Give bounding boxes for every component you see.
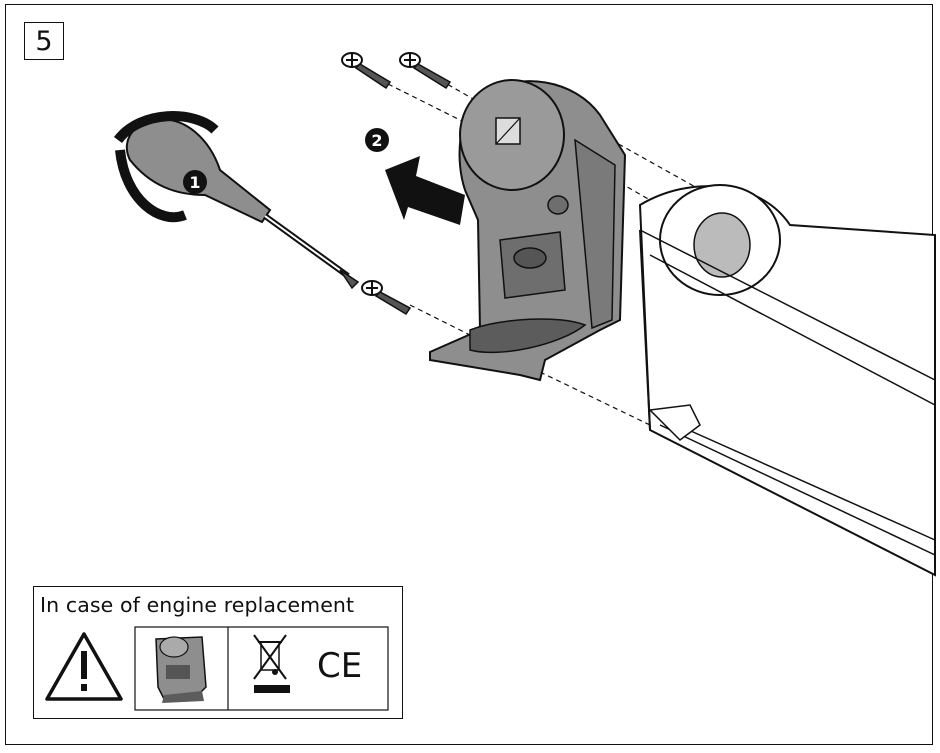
screwdriver — [113, 111, 360, 290]
direction-arrow — [385, 156, 465, 225]
ce-mark-icon: CE — [317, 646, 362, 686]
motor-unit-thumbnail-icon — [155, 636, 207, 703]
callout-2-label: 2 — [371, 131, 382, 150]
callout-2: 2 — [365, 128, 389, 152]
step-number: 5 — [35, 25, 53, 57]
screw-top-right — [399, 52, 452, 90]
motor-end-cap — [429, 79, 627, 382]
awning-profile — [638, 184, 936, 577]
legend-title: In case of engine replacement — [40, 593, 355, 617]
legend-icon-panel — [134, 626, 389, 711]
callout-1: 1 — [183, 170, 207, 194]
ce-mark-text: CE — [317, 646, 362, 686]
step-number-box: 5 — [24, 22, 64, 60]
warning-triangle-icon — [45, 632, 123, 701]
screw-bottom — [361, 280, 412, 316]
engine-replacement-legend: In case of engine replacement — [33, 586, 403, 719]
legend-icons: CE — [45, 626, 389, 711]
screw-top-left — [341, 52, 392, 90]
callout-1-label: 1 — [189, 173, 200, 192]
crossed-out-bin-icon — [253, 634, 290, 693]
